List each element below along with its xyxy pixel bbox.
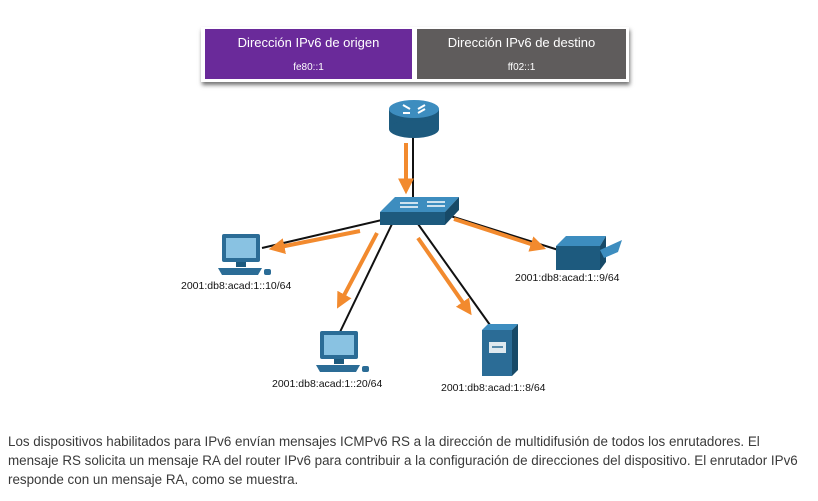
message-arrows — [268, 143, 547, 316]
arrow-switch-to-pc1 — [268, 229, 361, 254]
link-switch-pc2 — [339, 223, 393, 333]
server-address: 2001:db8:acad:1::8/64 — [441, 382, 546, 394]
pc1-address: 2001:db8:acad:1::10/64 — [181, 280, 292, 292]
destination-address-box: Dirección IPv6 de destino ff02::1 — [417, 29, 626, 79]
source-address-value: fe80::1 — [293, 62, 324, 73]
network-diagram: 2001:db8:acad:1::10/64 2001:db8:acad:1::… — [181, 100, 622, 394]
link-switch-server — [417, 223, 496, 333]
source-address-title: Dirección IPv6 de origen — [237, 35, 380, 50]
destination-address-title: Dirección IPv6 de destino — [447, 35, 596, 50]
server-icon — [482, 324, 518, 376]
packet-header: Dirección IPv6 de origen fe80::1 Direcci… — [201, 27, 629, 82]
destination-address-value: ff02::1 — [507, 62, 536, 73]
arrow-switch-to-server — [416, 236, 472, 316]
link-switch-pc1 — [261, 219, 383, 249]
source-address-box: Dirección IPv6 de origen fe80::1 — [205, 29, 412, 79]
pc2-address: 2001:db8:acad:1::20/64 — [272, 378, 383, 390]
explanation-text: Los dispositivos habilitados para IPv6 e… — [8, 434, 798, 487]
pc-icon — [218, 234, 271, 275]
arrow-switch-to-pc2 — [337, 232, 379, 309]
network-links — [261, 136, 569, 333]
pc-icon — [316, 331, 369, 372]
printer-address: 2001:db8:acad:1::9/64 — [515, 272, 620, 284]
arrow-switch-to-printer — [453, 217, 547, 252]
printer-icon — [556, 236, 622, 270]
switch-icon — [380, 197, 459, 225]
router-icon — [389, 100, 439, 138]
